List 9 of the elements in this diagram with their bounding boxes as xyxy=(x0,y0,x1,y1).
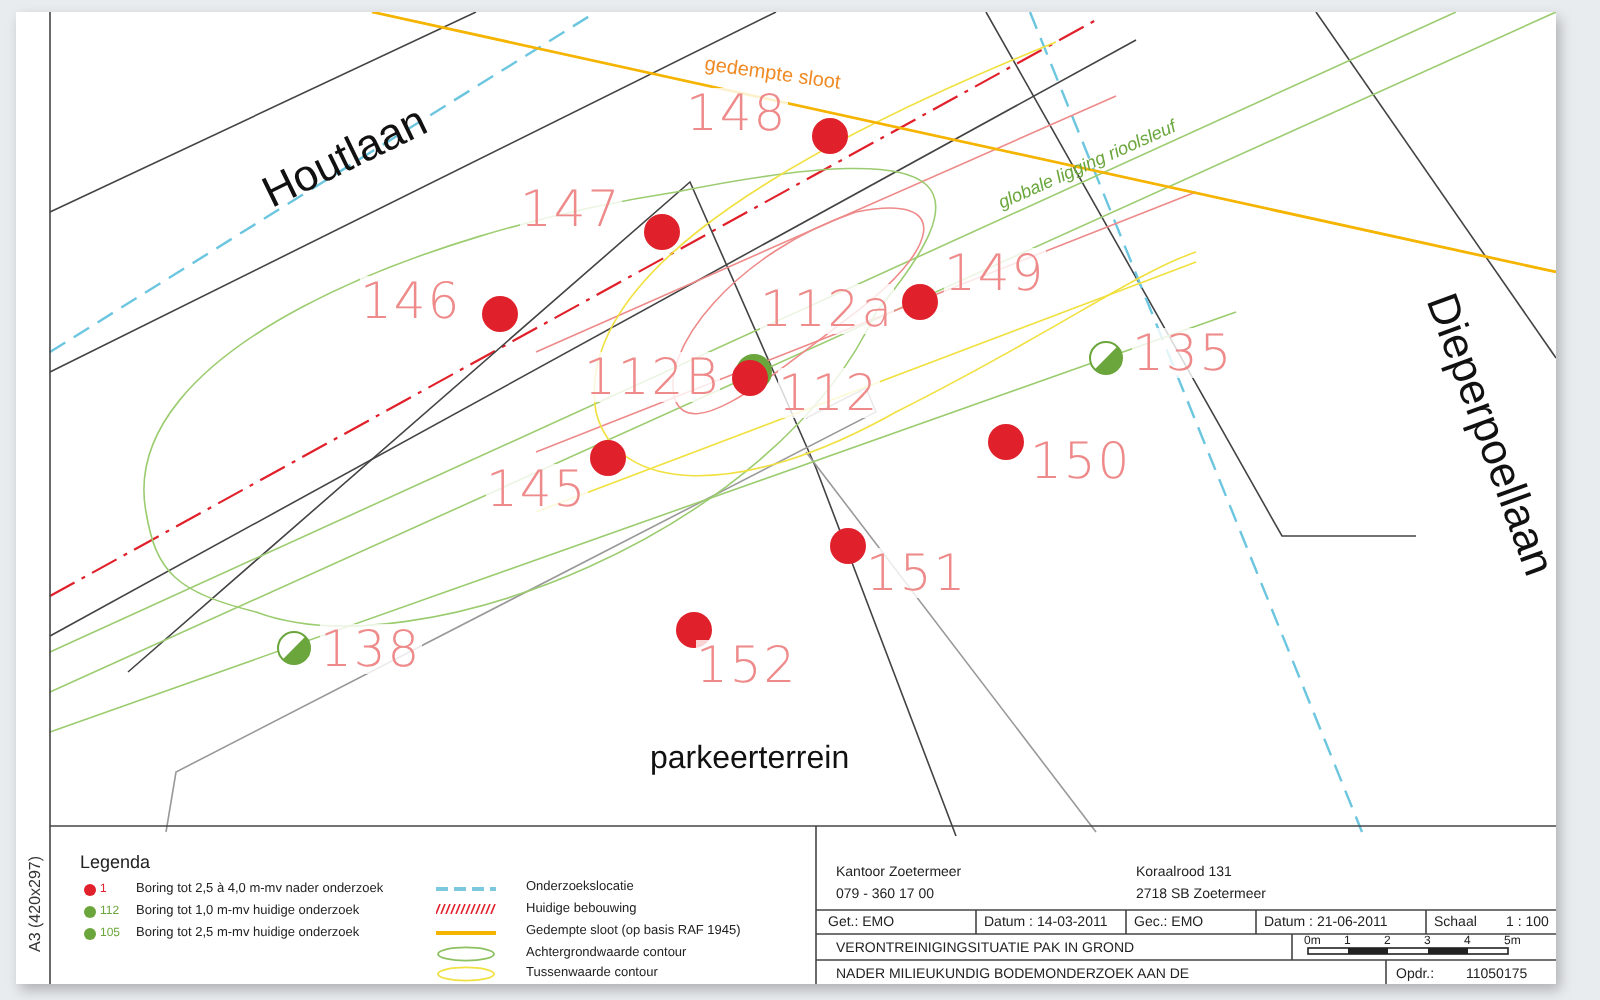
borehole-number: 138 xyxy=(320,624,422,674)
borehole-number: 112B xyxy=(584,352,721,402)
borehole-number: 145 xyxy=(486,464,588,514)
borehole-number: 112a xyxy=(760,284,895,334)
area-name: parkeerterrein xyxy=(650,744,850,776)
borehole-number: 112 xyxy=(778,368,880,418)
sheet-size-label: A3 (420x297) xyxy=(28,855,44,952)
borehole-number: 149 xyxy=(944,248,1046,298)
legend-title: Legenda xyxy=(80,854,151,872)
